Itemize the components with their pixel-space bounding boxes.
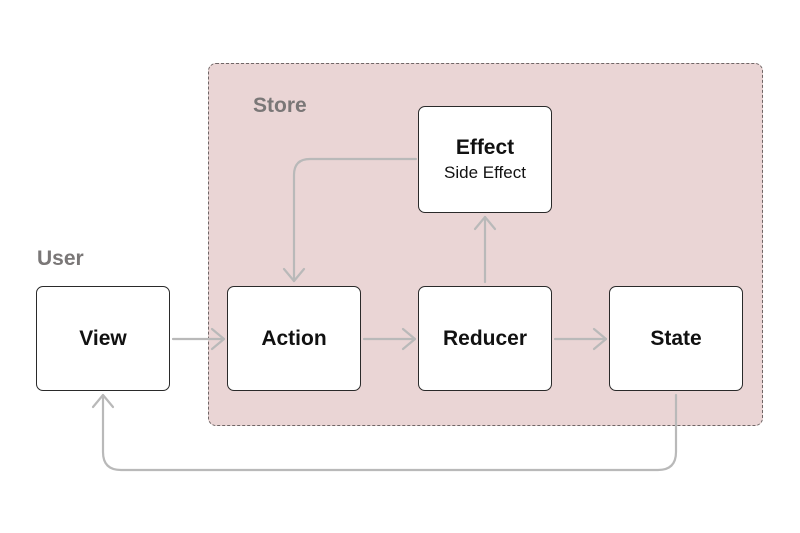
edge-state-to-view [91,393,678,472]
reducer-node: Reducer [418,286,552,391]
state-node: State [609,286,743,391]
action-node-label: Action [261,326,327,350]
effect-node-label: Effect [455,135,515,159]
edge-reducer-to-effect [473,215,497,284]
action-node: Action [227,286,361,391]
effect-node-sublabel: Side Effect [444,162,526,182]
view-node-label: View [79,326,127,350]
edge-effect-to-action [282,157,418,283]
user-group-label: User [37,247,84,270]
store-group-label: Store [253,94,307,117]
edge-view-to-action [171,327,226,351]
effect-node: Effect Side Effect [418,106,552,213]
view-node: View [36,286,170,391]
reducer-node-label: Reducer [442,326,528,350]
edge-reducer-to-state [553,327,608,351]
edge-action-to-reducer [362,327,417,351]
state-node-label: State [650,326,702,350]
